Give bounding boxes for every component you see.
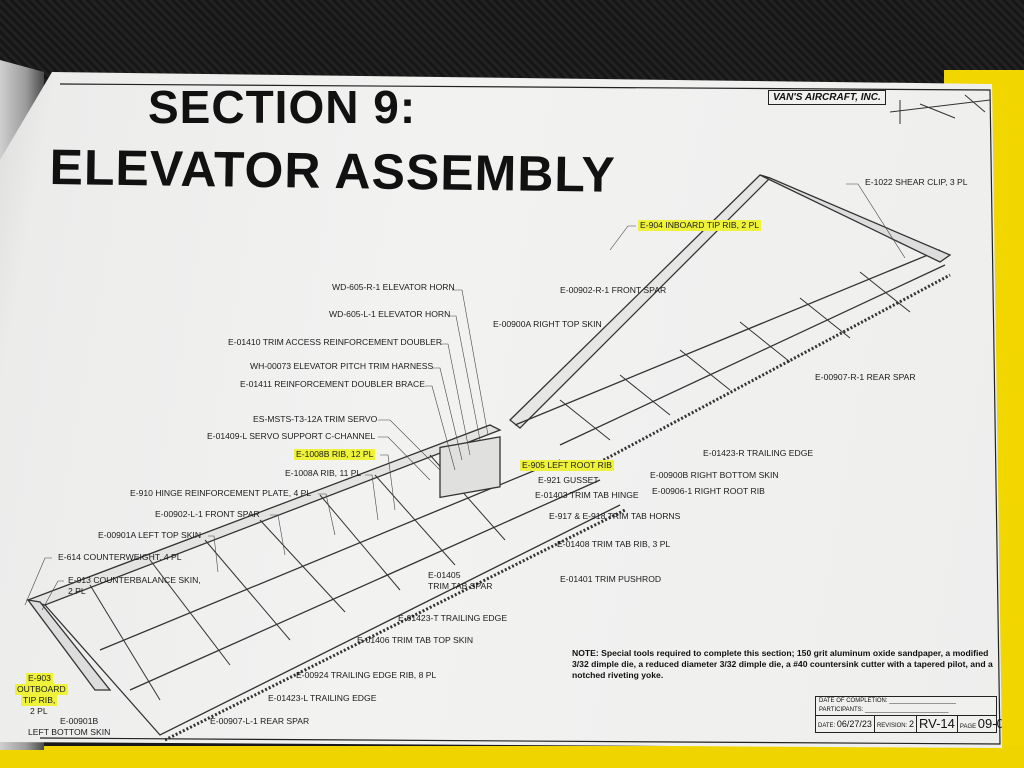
part-label-highlighted: TIP RIB, — [21, 695, 58, 706]
page-cell: PAGE 09-01 — [958, 716, 1012, 732]
part-label: E-910 HINGE REINFORCEMENT PLATE, 4 PL — [130, 488, 312, 498]
part-label: E-921 GUSSET — [538, 475, 599, 485]
part-label: E-01411 REINFORCEMENT DOUBLER BRACE — [240, 379, 425, 389]
part-label: E-00901B — [60, 716, 99, 726]
participants-label: PARTICIPANTS: — [819, 707, 864, 713]
revision-cell: REVISION: 2 — [875, 716, 917, 732]
date-label: DATE: — [818, 723, 836, 729]
revision-label: REVISION: — [876, 723, 908, 729]
part-label: E-01423-L TRAILING EDGE — [268, 693, 377, 703]
part-label: E-1022 SHEAR CLIP, 3 PL — [865, 177, 968, 187]
part-label-highlighted: E-1008B RIB, 12 PL — [294, 449, 376, 460]
part-label: E-00906-1 RIGHT ROOT RIB — [652, 486, 765, 496]
date-cell: DATE: 06/27/23 — [816, 716, 875, 732]
part-label: 2 PL — [30, 706, 48, 716]
part-label-highlighted: E-903 — [26, 673, 53, 684]
part-label: WH-00073 ELEVATOR PITCH TRIM HARNESS — [250, 361, 434, 371]
yellow-binder-bottom — [0, 746, 1024, 768]
part-label: WD-605-L-1 ELEVATOR HORN — [329, 309, 451, 319]
part-label: 2 PL — [68, 586, 86, 596]
page-number: 09-01 — [977, 716, 1012, 731]
part-label: E-00902-L-1 FRONT SPAR — [155, 509, 260, 519]
part-label: E-01408 TRIM TAB RIB, 3 PL — [557, 539, 671, 549]
model-cell: RV-14 — [917, 716, 958, 732]
part-label: E-1008A RIB, 11 PL — [285, 468, 362, 478]
part-label-highlighted: OUTBOARD — [15, 684, 68, 695]
part-label: E-01410 TRIM ACCESS REINFORCEMENT DOUBLE… — [228, 337, 443, 347]
part-label: E-00924 TRAILING EDGE RIB, 8 PL — [296, 670, 437, 680]
part-label: E-01405 — [428, 570, 461, 580]
part-label: E-00907-R-1 REAR SPAR — [815, 372, 916, 382]
part-label: E-01423-T TRAILING EDGE — [398, 613, 508, 623]
part-label: WD-605-R-1 ELEVATOR HORN — [332, 282, 455, 292]
part-label: E-01401 TRIM PUSHROD — [560, 574, 662, 584]
page-label: PAGE — [959, 724, 977, 730]
part-label: E-01406 TRIM TAB TOP SKIN — [357, 635, 474, 645]
part-label: ES-MSTS-T3-12A TRIM SERVO — [253, 414, 378, 424]
section-subtitle: ELEVATOR ASSEMBLY — [49, 138, 617, 203]
part-label-highlighted: E-905 LEFT ROOT RIB — [520, 460, 614, 471]
participants-field: PARTICIPANTS: _________________________ — [819, 707, 949, 713]
part-label: E-00907-L-1 REAR SPAR — [210, 716, 310, 726]
date-value: 06/27/23 — [836, 719, 872, 729]
part-label: E-00900A RIGHT TOP SKIN — [493, 319, 602, 329]
part-label: E-913 COUNTERBALANCE SKIN, — [68, 575, 201, 585]
part-label: E-917 & E-918 TRIM TAB HORNS — [549, 511, 681, 521]
part-label-highlighted: E-904 INBOARD TIP RIB, 2 PL — [638, 220, 762, 231]
part-label: E-614 COUNTERWEIGHT, 4 PL — [58, 552, 182, 562]
date-of-completion-label: DATE OF COMPLETION: — [819, 698, 888, 704]
part-label: E-00902-R-1 FRONT SPAR — [560, 285, 667, 295]
part-label: E-01409-L SERVO SUPPORT C-CHANNEL — [207, 431, 376, 441]
company-logo-text: VAN'S AIRCRAFT, INC. — [768, 90, 886, 105]
revision-value: 2 — [908, 719, 914, 729]
date-of-completion-field: DATE OF COMPLETION: ____________________ — [819, 698, 956, 704]
part-label: TRIM TAB SPAR — [428, 581, 493, 591]
part-label: E-01423-R TRAILING EDGE — [703, 448, 814, 458]
part-label: E-00901A LEFT TOP SKIN — [98, 530, 202, 540]
section-title: SECTION 9: — [148, 81, 417, 133]
part-label: E-01403 TRIM TAB HINGE — [535, 490, 639, 500]
special-tools-note: NOTE: Special tools required to complete… — [572, 648, 993, 680]
title-block: DATE OF COMPLETION: ____________________… — [815, 696, 1002, 733]
part-label: LEFT BOTTOM SKIN — [28, 727, 111, 737]
part-label: E-00900B RIGHT BOTTOM SKIN — [650, 470, 779, 480]
